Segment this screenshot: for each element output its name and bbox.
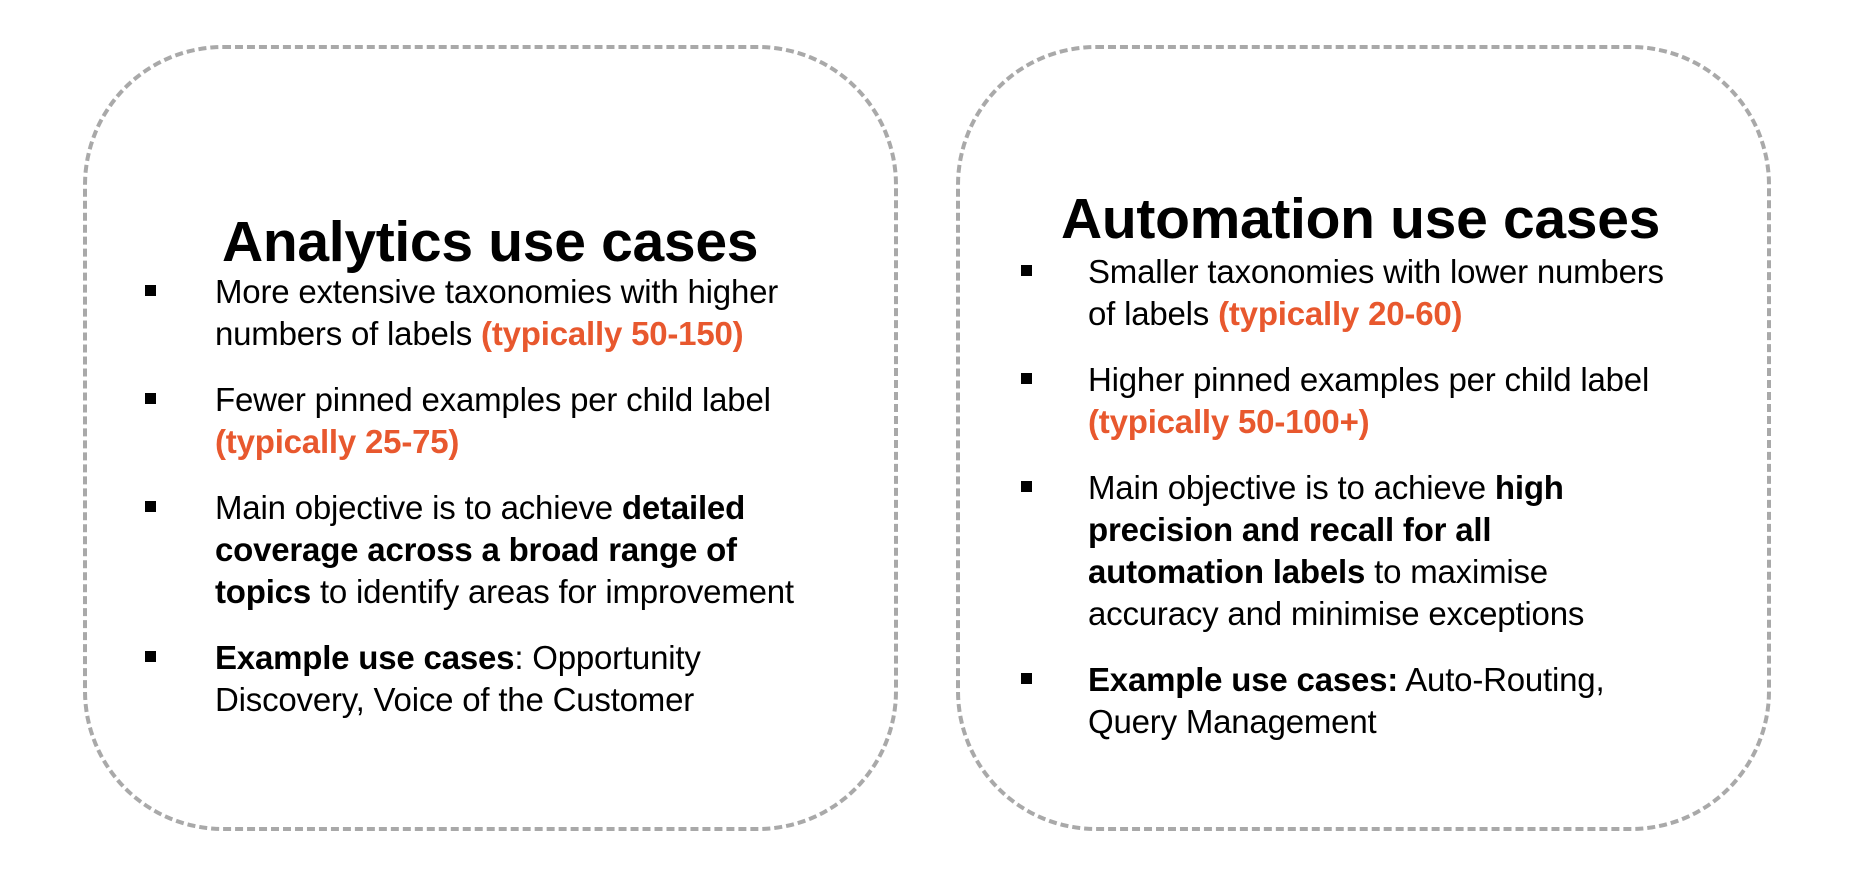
item-text: More extensive taxonomies with higher bbox=[215, 273, 779, 310]
item-text: Smaller taxonomies with lower numbers bbox=[1088, 253, 1664, 290]
item-text: numbers of labels bbox=[215, 315, 482, 352]
item-text: Auto-Routing, bbox=[1398, 661, 1605, 698]
item-text: to identify areas for improvement bbox=[310, 573, 794, 610]
square-bullet-icon bbox=[1021, 481, 1032, 492]
item-text: Query Management bbox=[1088, 703, 1377, 740]
bullet-list: Smaller taxonomies with lower numbers of … bbox=[960, 251, 1664, 767]
highlight-range: (typically 50-150) bbox=[481, 315, 744, 352]
item-text: of labels bbox=[1088, 295, 1219, 332]
square-bullet-icon bbox=[1021, 265, 1032, 276]
bold-text: Example use cases bbox=[215, 639, 515, 676]
automation-use-cases-card: Automation use cases Smaller taxonomies … bbox=[956, 45, 1771, 831]
item-text: Discovery, Voice of the Customer bbox=[215, 681, 695, 718]
bold-text: detailed bbox=[621, 489, 746, 526]
item-text: accuracy and minimise exceptions bbox=[1088, 595, 1585, 632]
card-title: Automation use cases bbox=[1061, 187, 1661, 251]
square-bullet-icon bbox=[1021, 373, 1032, 384]
list-item: Fewer pinned examples per child label (ty… bbox=[87, 379, 794, 463]
list-item: Higher pinned examples per child label (t… bbox=[960, 359, 1664, 443]
list-item: More extensive taxonomies with higher num… bbox=[87, 271, 794, 355]
item-text: Main objective is to achieve bbox=[1088, 469, 1495, 506]
card-title: Analytics use cases bbox=[222, 210, 759, 274]
square-bullet-icon bbox=[145, 393, 156, 404]
square-bullet-icon bbox=[145, 501, 156, 512]
bold-text: precision and recall for all bbox=[1088, 511, 1492, 548]
highlight-range: (typically 20-60) bbox=[1218, 295, 1463, 332]
highlight-range: (typically 25-75) bbox=[215, 423, 460, 460]
analytics-use-cases-card: Analytics use cases More extensive taxon… bbox=[83, 45, 898, 831]
list-item: Example use cases: Auto-Routing, Query Ma… bbox=[960, 659, 1664, 743]
square-bullet-icon bbox=[145, 651, 156, 662]
highlight-range: (typically 50-100+) bbox=[1088, 403, 1370, 440]
bold-text: automation labels bbox=[1088, 553, 1366, 590]
item-text: Main objective is to achieve bbox=[215, 489, 622, 526]
list-item: Smaller taxonomies with lower numbers of … bbox=[960, 251, 1664, 335]
bold-text: coverage across a broad range of bbox=[215, 531, 737, 568]
bold-text: topics bbox=[215, 573, 311, 610]
list-item: Main objective is to achieve detailed cov… bbox=[87, 487, 794, 613]
bold-text: high bbox=[1494, 469, 1564, 506]
square-bullet-icon bbox=[1021, 673, 1032, 684]
item-text: : Opportunity bbox=[514, 639, 701, 676]
item-text: to maximise bbox=[1365, 553, 1548, 590]
bullet-list: More extensive taxonomies with higher num… bbox=[87, 271, 794, 745]
item-text: Higher pinned examples per child label bbox=[1088, 361, 1650, 398]
item-text: Fewer pinned examples per child label bbox=[215, 381, 771, 418]
bold-text: Example use cases: bbox=[1088, 661, 1399, 698]
square-bullet-icon bbox=[145, 285, 156, 296]
